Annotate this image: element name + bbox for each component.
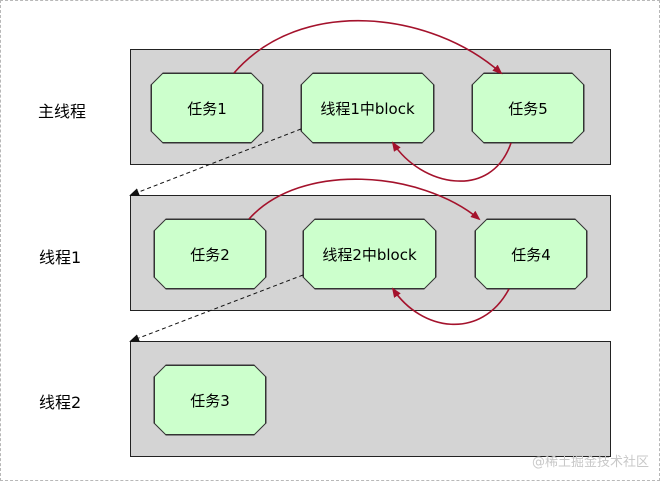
block-thread-1-label: 线程1中block bbox=[320, 99, 415, 118]
task-2-box: 任务2 bbox=[154, 219, 266, 289]
lane-label-thread-2: 线程2 bbox=[39, 393, 82, 412]
block-thread-1-box: 线程1中block bbox=[301, 73, 434, 143]
lane-label-thread-1: 线程1 bbox=[39, 248, 82, 267]
task-1-box: 任务1 bbox=[151, 73, 263, 143]
block-thread-2-label: 线程2中block bbox=[322, 245, 417, 264]
task-2-label: 任务2 bbox=[190, 245, 230, 264]
task-3-box: 任务3 bbox=[154, 365, 266, 435]
task-3-label: 任务3 bbox=[190, 391, 230, 410]
task-4-label: 任务4 bbox=[511, 245, 551, 264]
task-5-box: 任务5 bbox=[472, 73, 584, 143]
watermark-text: @稀土掘金技术社区 bbox=[531, 455, 649, 470]
task-1-label: 任务1 bbox=[187, 99, 227, 118]
task-4-box: 任务4 bbox=[475, 219, 587, 289]
lane-label-main-thread: 主线程 bbox=[38, 102, 87, 121]
block-thread-2-box: 线程2中block bbox=[303, 219, 436, 289]
task-5-label: 任务5 bbox=[508, 99, 548, 118]
